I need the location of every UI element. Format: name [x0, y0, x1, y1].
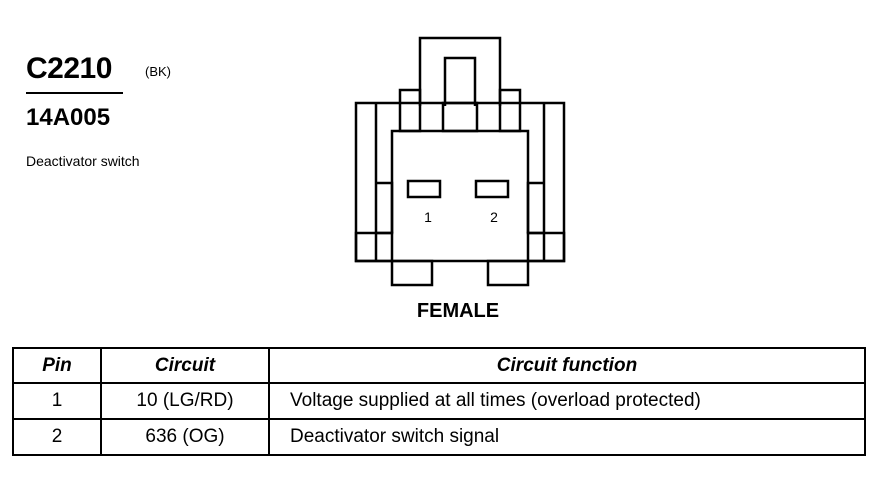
bottom-tab-left [390, 259, 434, 287]
connector-face-diagram: 1 2 [354, 36, 566, 287]
function-cell: Deactivator switch signal [268, 418, 866, 456]
notch-left [398, 88, 422, 133]
inner-cavity [390, 129, 530, 233]
top-center-window [441, 101, 479, 133]
header-pin: Pin [12, 347, 102, 384]
side-block-right [526, 231, 566, 263]
circuit-cell: 10 (LG/RD) [100, 382, 270, 420]
pin-cavity-2 [474, 179, 510, 199]
pin-cell: 2 [12, 418, 102, 456]
table-row: 1 10 (LG/RD) Voltage supplied at all tim… [12, 382, 866, 420]
table-row: 2 636 (OG) Deactivator switch signal [12, 418, 866, 456]
side-wall-left [374, 103, 394, 261]
part-number: 14A005 [26, 104, 111, 131]
pin-table-header: Pin Circuit Circuit function [12, 347, 866, 384]
side-block-left [354, 231, 394, 263]
pin-label-1: 1 [424, 209, 432, 225]
function-cell: Voltage supplied at all times (overload … [268, 382, 866, 420]
circuit-cell: 636 (OG) [100, 418, 270, 456]
header-circuit: Circuit [100, 347, 270, 384]
pin-table: Pin Circuit Circuit function 1 10 (LG/RD… [12, 347, 866, 456]
pin-cavity-1 [406, 179, 442, 199]
pin-cell: 1 [12, 382, 102, 420]
connector-id-underline [26, 92, 123, 94]
connector-gender: FEMALE [416, 300, 500, 322]
latch-inner [443, 56, 477, 106]
connector-id: C2210 [26, 52, 112, 85]
connector-description: Deactivator switch [26, 153, 140, 169]
pin-label-2: 2 [490, 209, 498, 225]
connector-color-code: (BK) [145, 64, 171, 79]
latch-outer [418, 36, 502, 106]
notch-right [498, 88, 522, 133]
header-circuit-function: Circuit function [268, 347, 866, 384]
side-wall-right [526, 103, 546, 261]
bottom-tab-right [486, 259, 530, 287]
